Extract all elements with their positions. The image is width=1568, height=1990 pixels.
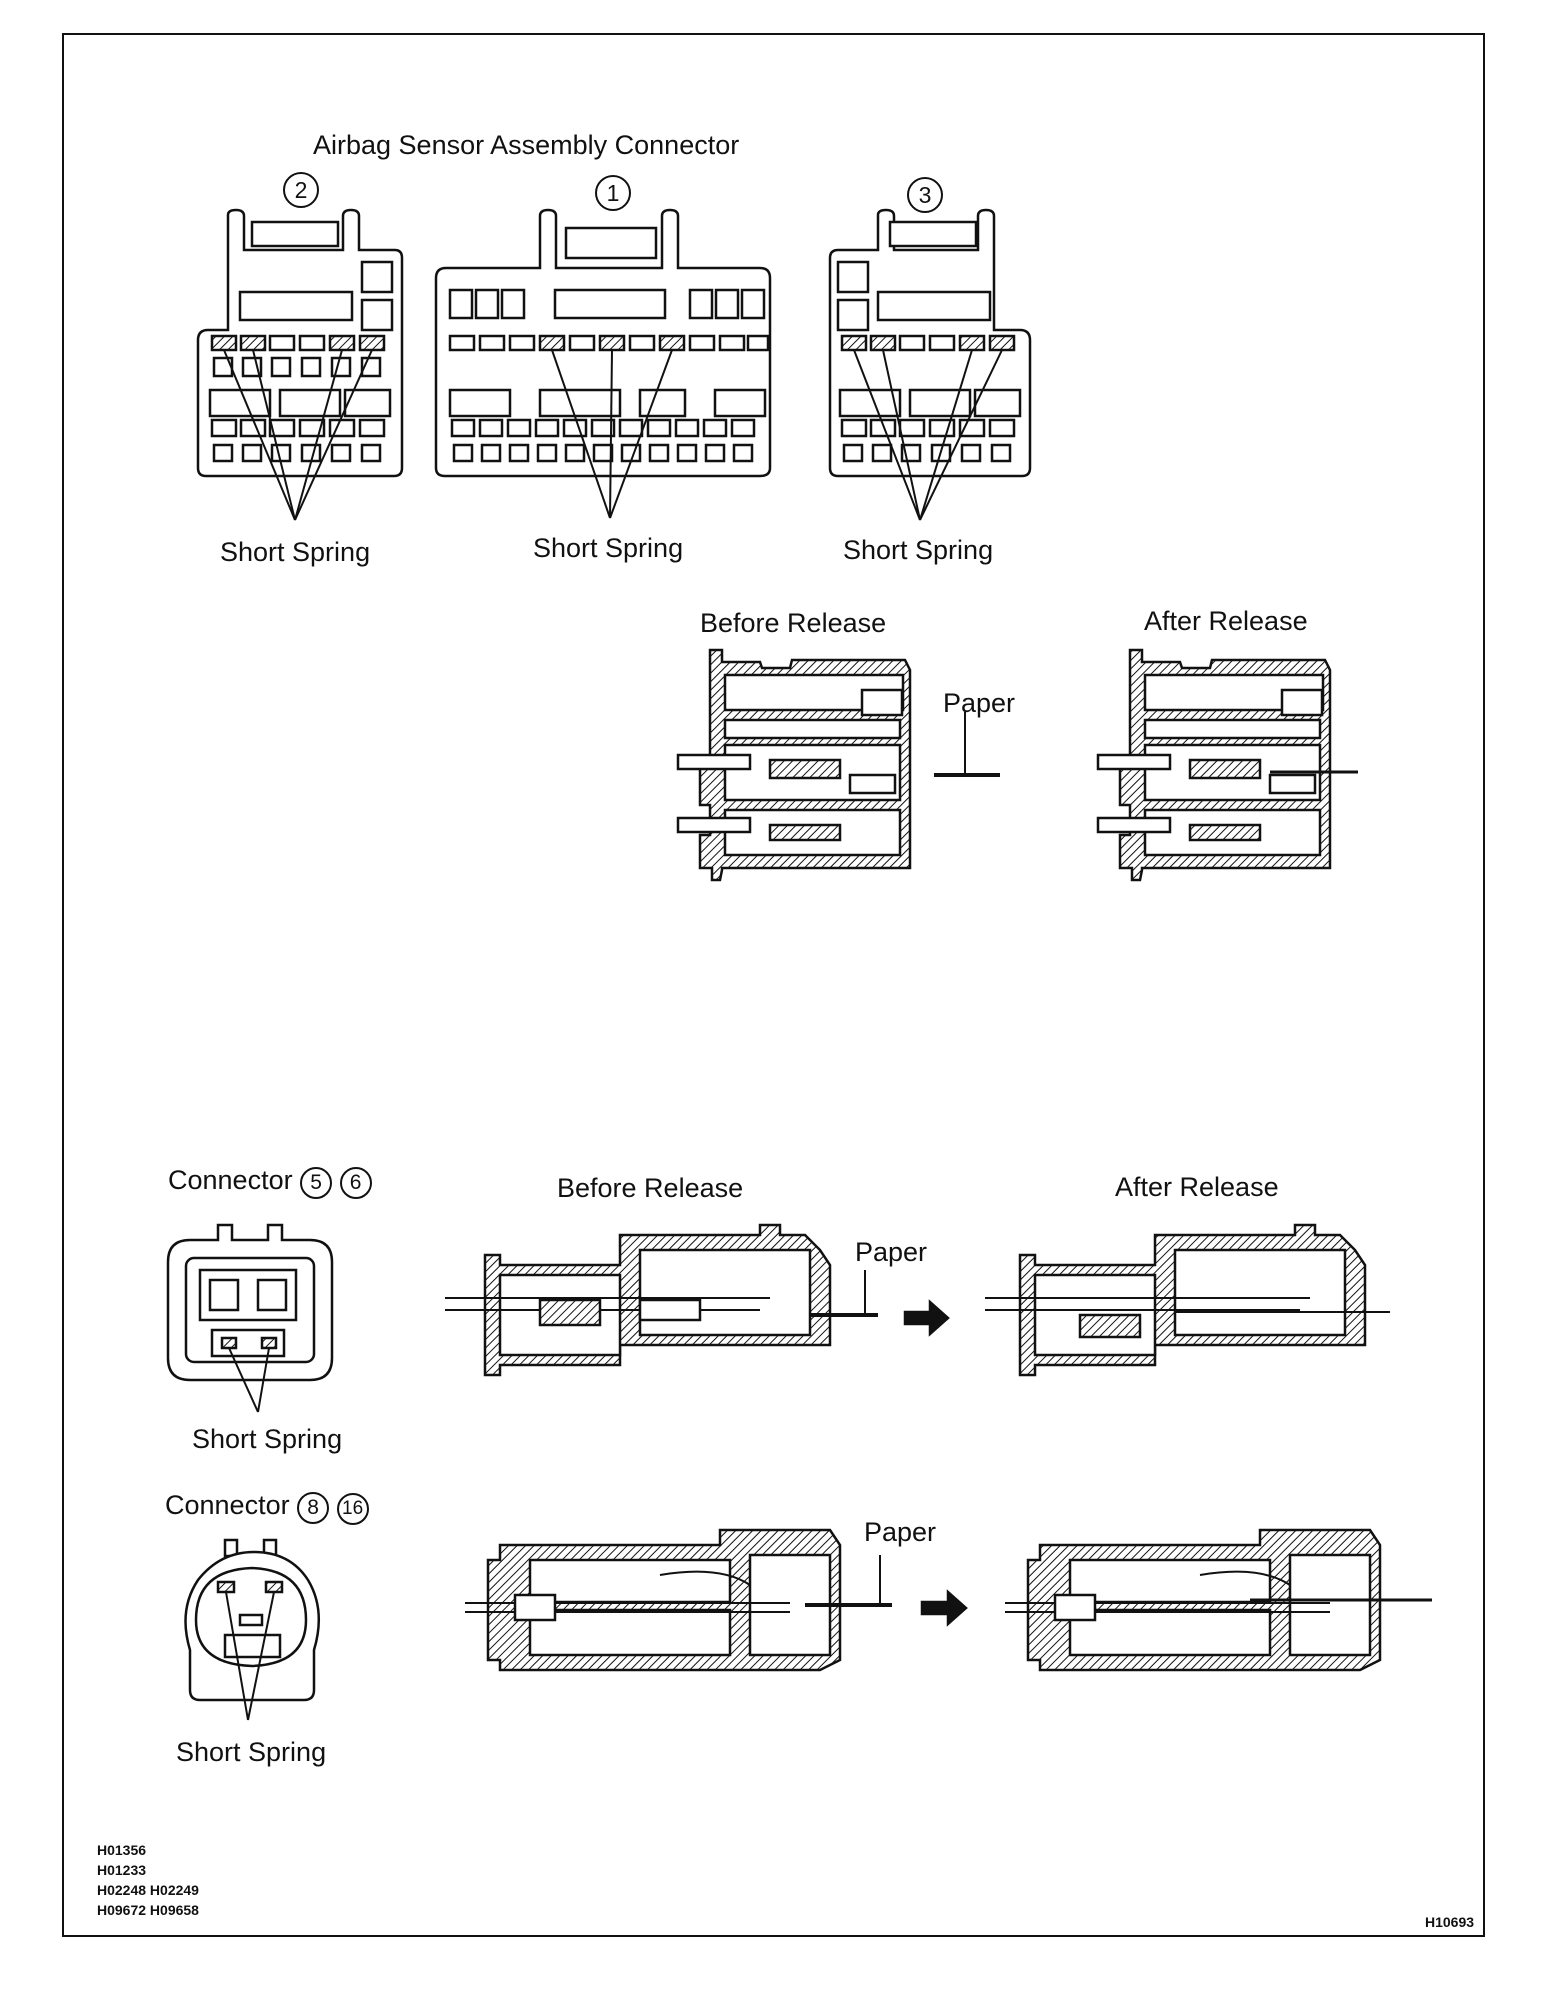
figure-code-line: H09672 H09658 [97,1902,199,1918]
connector-5-6-face [166,1223,334,1413]
top-paper-label: Paper [943,688,1016,718]
connector-2-drawing [196,208,404,521]
top-after-release-section [1096,648,1358,882]
connector-3-drawing [828,208,1032,521]
bottom-before-release-section [465,1528,968,1672]
diagram-title: Airbag Sensor Assembly Connector [313,130,740,160]
figure-frame [62,33,1485,1937]
bottom-paper-label: Paper [864,1517,937,1547]
connector-5-number: 5 [300,1167,333,1199]
mid-after-release-label: After Release [1115,1172,1279,1202]
short-spring-label-c816: Short Spring [176,1737,327,1767]
short-spring-label-c2: Short Spring [220,537,371,567]
connector-1-drawing [434,208,772,519]
connector-16-number: 16 [336,1493,369,1525]
figure-code-line: H02248 H02249 [97,1882,199,1898]
connector-8-16-prefix: Connector [165,1490,290,1520]
figure-code-line: H01233 [97,1862,147,1878]
short-spring-label-c56: Short Spring [192,1424,343,1454]
top-before-release-section [676,648,1000,882]
short-spring-label-c3: Short Spring [843,535,994,565]
figure-id: H10693 [1425,1914,1475,1930]
bottom-after-release-section [1005,1528,1432,1672]
mid-before-release-label: Before Release [557,1173,744,1203]
mid-after-release-section [985,1223,1390,1377]
short-spring-label-c1: Short Spring [533,533,684,563]
connector-5-6-prefix: Connector [168,1165,293,1195]
figure-codes: H01356 H01233 H02248 H02249 H09672 H0965… [97,1840,199,1920]
mid-paper-label: Paper [855,1237,928,1267]
connector-6-number: 6 [339,1167,372,1199]
top-before-release-label: Before Release [700,608,887,638]
top-after-release-label: After Release [1144,606,1308,636]
connector-2-number: 2 [283,172,319,208]
connector-8-number: 8 [297,1492,330,1524]
connector-8-16-face [184,1538,320,1721]
connector-8-16-label: Connector 8 16 [165,1490,369,1525]
mid-before-release-section [445,1223,950,1377]
connector-1-number: 1 [595,175,631,211]
connector-5-6-label: Connector 5 6 [168,1165,372,1199]
connector-3-number: 3 [907,177,943,213]
figure-code-line: H01356 [97,1842,147,1858]
